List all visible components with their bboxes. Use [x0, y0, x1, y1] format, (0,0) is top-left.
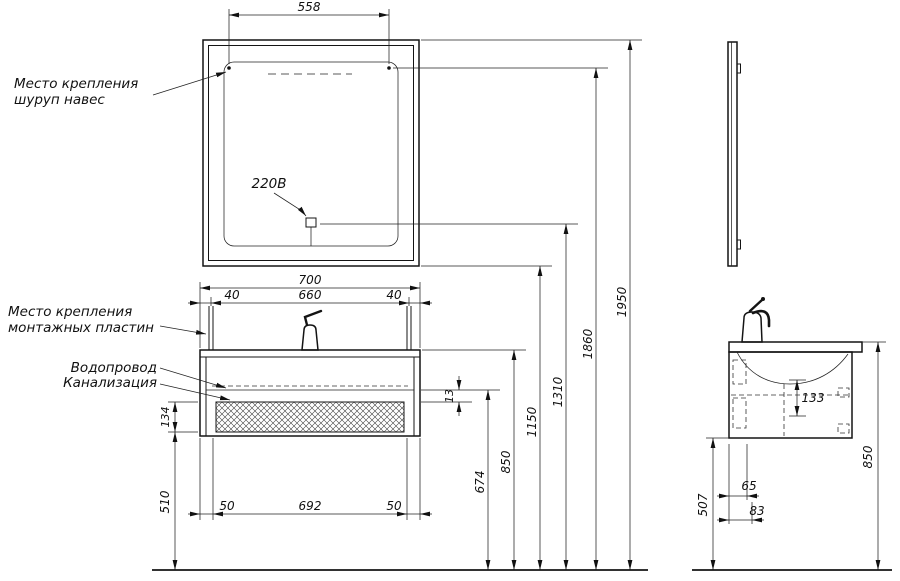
- power-label: 220В: [251, 176, 307, 217]
- dim-660-label: 660: [299, 288, 322, 302]
- cabinet-side-view: [728, 297, 863, 439]
- mirror-side-view: [727, 41, 741, 267]
- hanger-screw-left: [227, 66, 231, 70]
- cabinet-front-view: [199, 306, 421, 437]
- dim-side-inner-height: 133: [789, 379, 825, 417]
- hanger-screw-right: [387, 66, 391, 70]
- dim-hatch-height: 134: [159, 401, 198, 433]
- dim-50-left-label: 50: [219, 499, 235, 513]
- dim-83-label: 83: [749, 504, 764, 518]
- plates-label-line2: монтажных пластин: [8, 320, 154, 336]
- dim-674-label: 674: [473, 471, 487, 494]
- water-label: Водопровод: [71, 360, 227, 389]
- dim-133-label: 133: [802, 391, 825, 405]
- dim-side-wall-offsets: 65 83: [717, 444, 765, 524]
- plates-label: Место крепления монтажных пластин: [8, 304, 207, 336]
- dim-40-left-label: 40: [224, 288, 240, 302]
- dim-692-label: 692: [299, 499, 322, 513]
- dim-134-label: 134: [159, 407, 172, 428]
- mirror-front-view: [202, 39, 420, 267]
- faucet-side: [741, 297, 771, 343]
- dim-850-label: 850: [499, 450, 513, 473]
- height-dimension-chain: 13 674 850 1150 1310 1860 1950: [320, 39, 642, 570]
- dim-40-right-label: 40: [386, 288, 402, 302]
- water-label-text: Водопровод: [71, 360, 157, 376]
- service-opening-hatch: [215, 401, 405, 433]
- plates-label-line1: Место крепления: [8, 304, 132, 320]
- dim-1950-label: 1950: [615, 286, 629, 317]
- dim-65-label: 65: [741, 479, 756, 493]
- dim-558-label: 558: [298, 0, 321, 14]
- dim-13-label: 13: [443, 389, 456, 403]
- dim-507-label: 507: [696, 493, 710, 516]
- dim-700-label: 700: [299, 273, 322, 287]
- dim-1310-label: 1310: [551, 376, 565, 407]
- mounting-plates: [208, 306, 412, 350]
- mirror-mount-label-line2: шуруп навес: [14, 92, 105, 108]
- dim-side-850-label: 850: [861, 445, 875, 468]
- dim-1150-label: 1150: [525, 406, 539, 437]
- dim-cabinet-inner-width: 40 660 40: [188, 288, 432, 306]
- dim-under-height: 510: [158, 432, 178, 570]
- mirror-mount-label-line1: Место крепления: [14, 76, 138, 92]
- dim-cabinet-bottom: 50 692 50: [188, 438, 432, 520]
- dim-cabinet-width: 700: [199, 273, 421, 348]
- power-label-text: 220В: [251, 176, 286, 192]
- dim-1860-label: 1860: [581, 328, 595, 359]
- power-sensor: [305, 217, 317, 228]
- mirror-mount-label: Место крепления шуруп навес: [14, 71, 227, 108]
- faucet-front: [301, 309, 323, 351]
- dim-side-under-height: 507: [696, 437, 729, 570]
- sewer-label: Канализация: [63, 375, 231, 401]
- dim-side-top-height: 850: [861, 341, 886, 570]
- dim-50-right-label: 50: [386, 499, 402, 513]
- dim-mirror-width: 558: [228, 0, 390, 64]
- dim-510-label: 510: [158, 490, 172, 513]
- sewer-label-text: Канализация: [63, 375, 157, 391]
